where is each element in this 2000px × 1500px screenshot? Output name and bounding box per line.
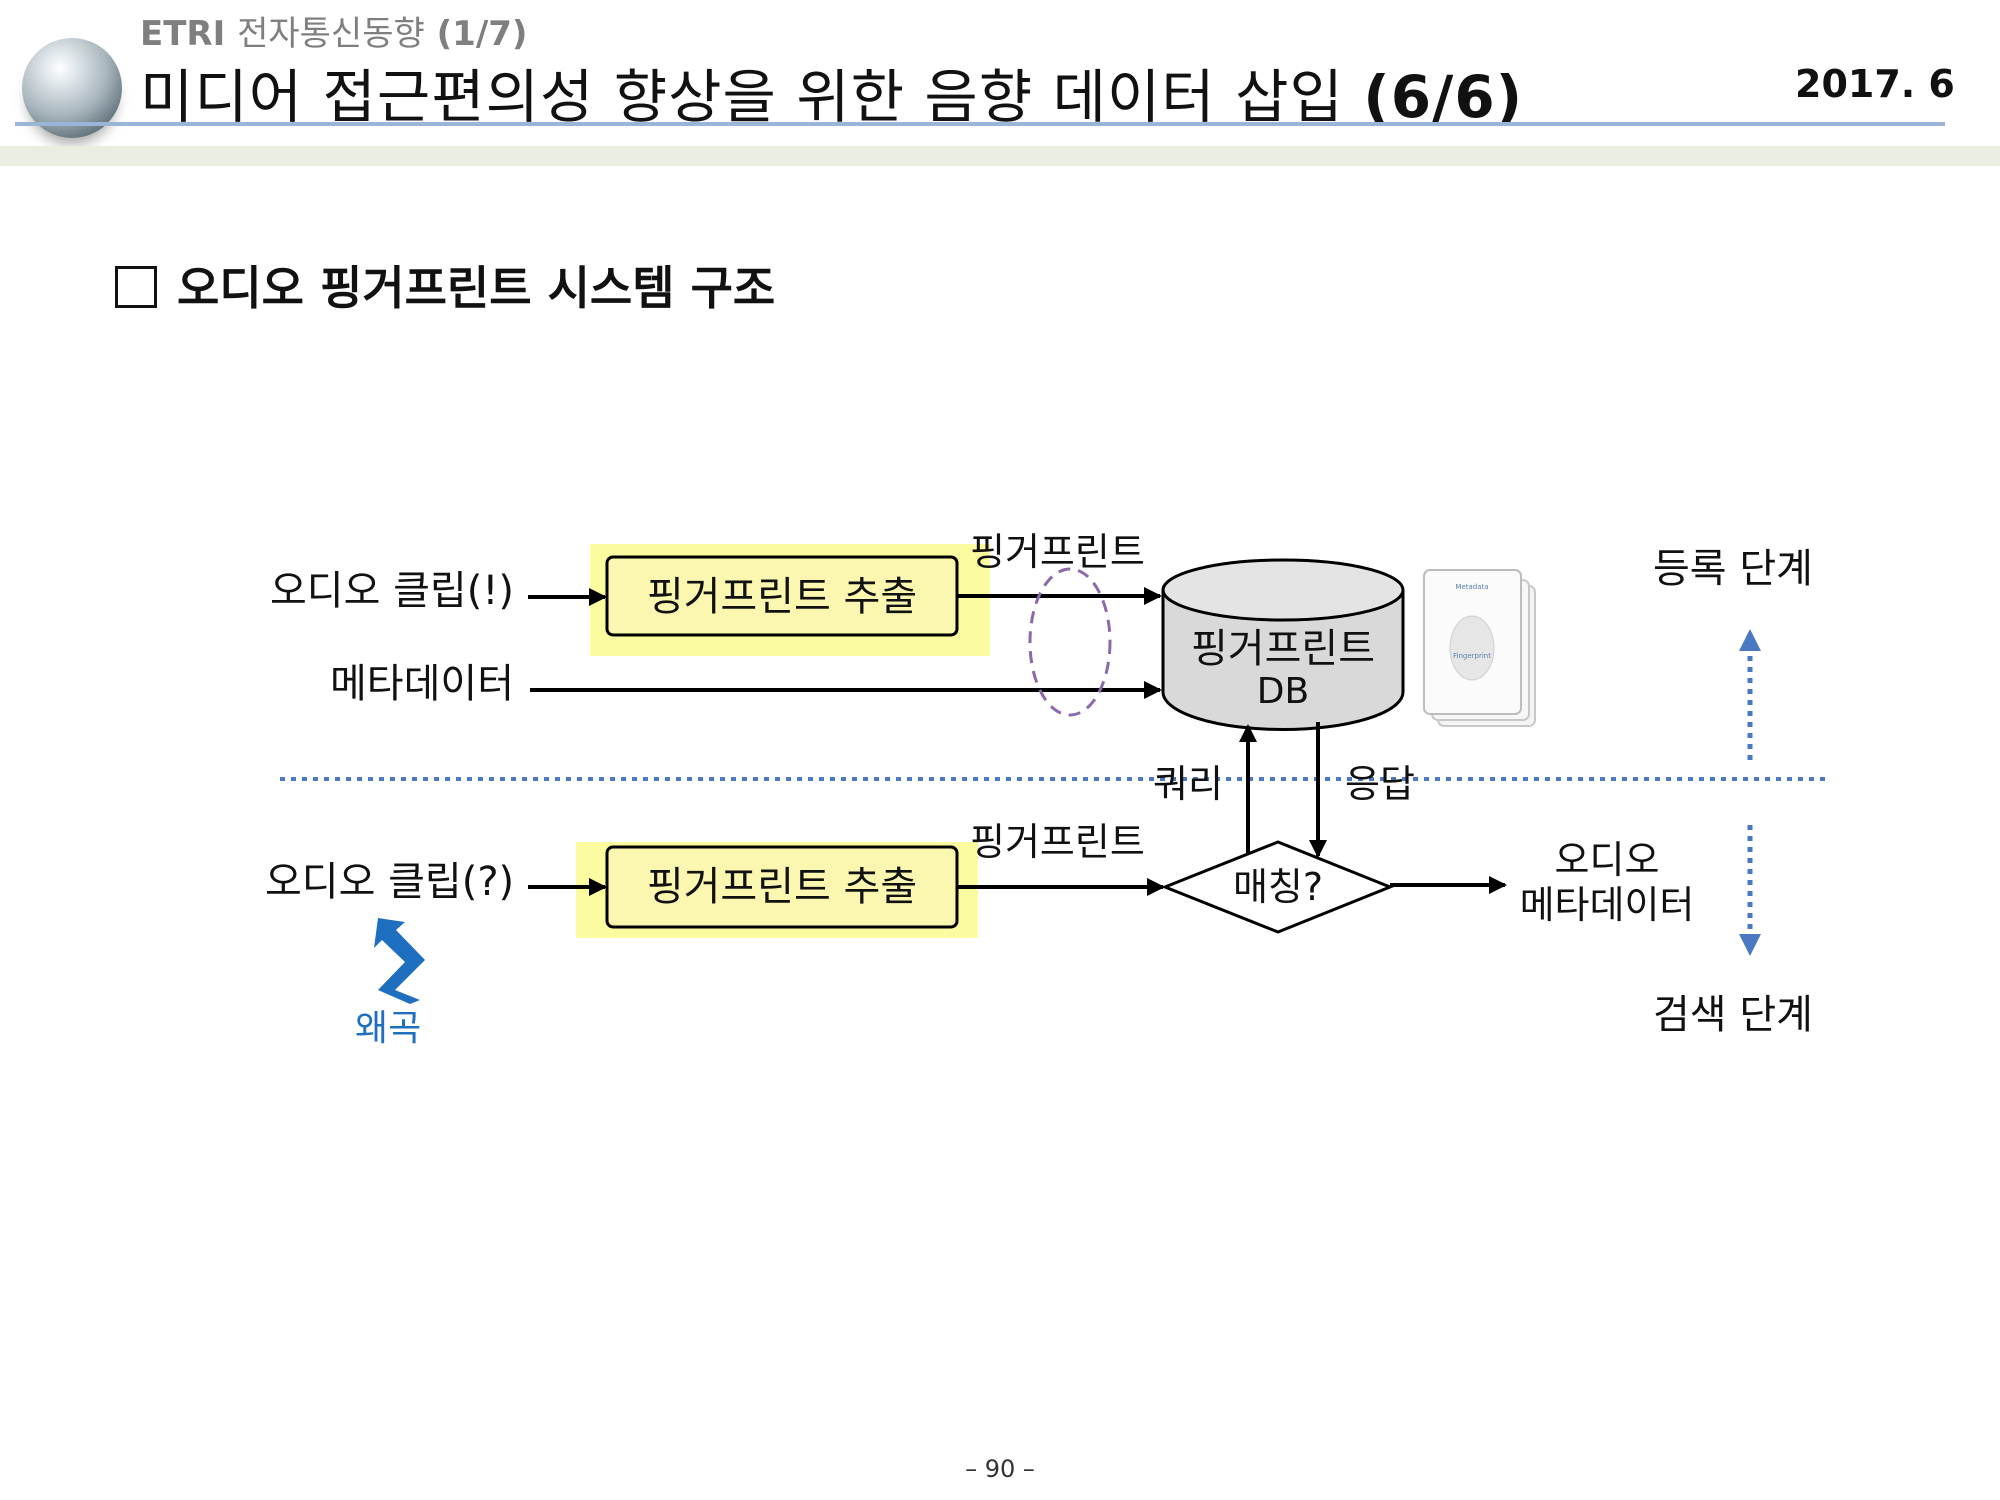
document-stack-icon: Metadata Fingerprint (1423, 569, 1536, 727)
input-metadata: 메타데이터 (330, 661, 514, 707)
distortion-lightning-icon (374, 918, 425, 1004)
series-part: (1/7) (436, 14, 528, 54)
page-title-text: 미디어 접근편의성 향상을 위한 음향 데이터 삽입 (140, 63, 1344, 131)
distortion-label: 왜곡 (355, 1008, 421, 1049)
series-prefix: ETRI (140, 14, 226, 54)
page-number: – 90 – (965, 1455, 1035, 1483)
series-title: 전자통신동향 (237, 14, 425, 54)
series-label: ETRI 전자통신동향 (1/7) (140, 6, 527, 55)
search-phase-label: 검색 단계 (1653, 992, 1813, 1038)
input-clip-registered: 오디오 클립(!) (270, 568, 514, 614)
query-label: 쿼리 (1153, 762, 1223, 806)
output-line2: 메타데이터 (1520, 883, 1695, 927)
input-clip-query: 오디오 클립(?) (265, 859, 514, 905)
page-title-part: (6/6) (1363, 63, 1524, 131)
fingerprint-label-top: 핑거프린트 (970, 530, 1145, 574)
doc-label-fingerprint: Fingerprint (1453, 652, 1491, 660)
section-heading-text: 오디오 핑거프린트 시스템 구조 (177, 261, 776, 315)
grouping-ellipse (1028, 567, 1112, 717)
registration-phase-label: 등록 단계 (1653, 546, 1813, 592)
header-rule (15, 122, 1945, 126)
db-label-line2: DB (1257, 671, 1309, 712)
doc-label-metadata: Metadata (1455, 583, 1488, 591)
sphere-logo-icon (22, 38, 122, 138)
header-band (0, 146, 2000, 166)
db-label-line1: 핑거프린트 (1191, 626, 1375, 672)
response-label: 응답 (1345, 762, 1415, 806)
fingerprint-label-bottom: 핑거프린트 (970, 820, 1145, 864)
matching-label: 매칭? (1233, 865, 1323, 909)
db-top-ellipse (1161, 558, 1405, 622)
section-heading: 오디오 핑거프린트 시스템 구조 (115, 252, 775, 318)
extract-box-bottom-label: 핑거프린트 추출 (647, 864, 917, 910)
checkbox-bullet-icon (115, 266, 157, 308)
output-line1: 오디오 (1555, 838, 1660, 882)
date-label: 2017. 6 (1795, 62, 1955, 106)
fingerprint-db-icon (1161, 590, 1405, 731)
page-title: 미디어 접근편의성 향상을 위한 음향 데이터 삽입 (6/6) (140, 50, 1523, 134)
extract-box-top-label: 핑거프린트 추출 (647, 574, 917, 620)
